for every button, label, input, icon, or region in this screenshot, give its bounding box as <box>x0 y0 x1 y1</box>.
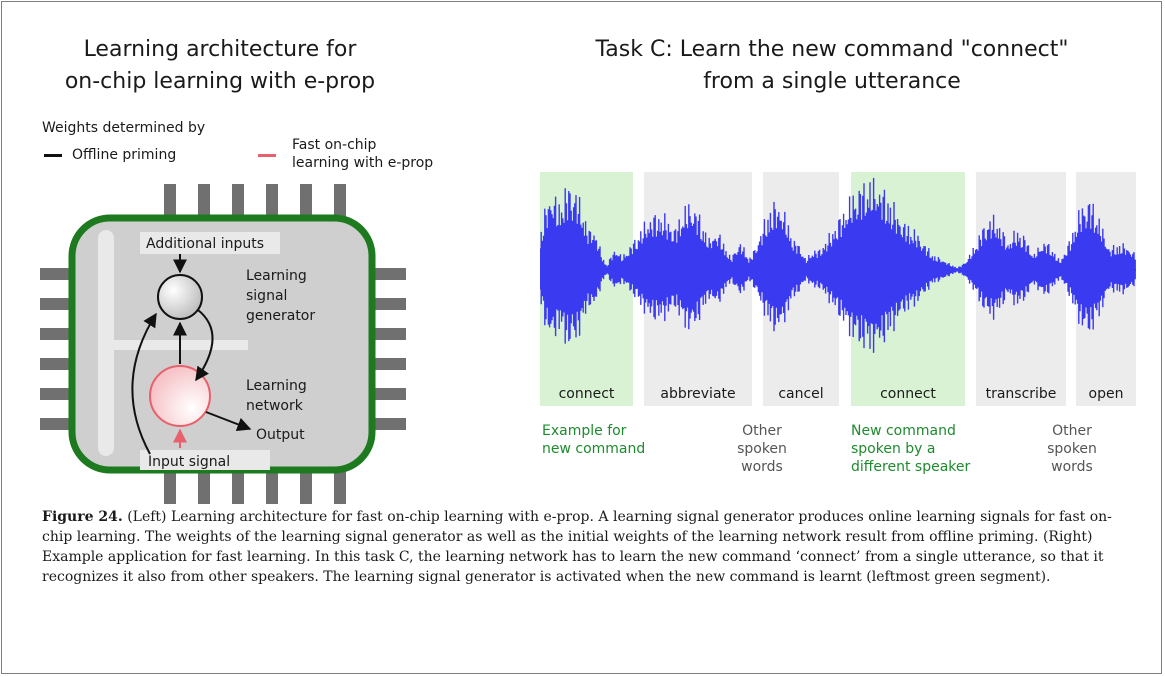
offline-legend-swatch <box>44 154 62 157</box>
chip-pins-top <box>164 184 346 220</box>
figure-caption: Figure 24. (Left) Learning architecture … <box>42 507 1132 587</box>
lsg-label-line3: generator <box>246 308 315 324</box>
fast-legend-swatch <box>258 154 276 157</box>
left-title-line2: on-chip learning with e-prop <box>64 69 376 94</box>
note-line: Example for <box>542 423 627 439</box>
left-panel-title: Learning architecture for on-chip learni… <box>30 34 410 98</box>
note-line: new command <box>542 441 646 457</box>
caption-text: (Left) Learning architecture for fast on… <box>42 509 1112 585</box>
word-label: connect <box>558 386 615 402</box>
word-label: connect <box>880 386 936 402</box>
input-to-lsg-arrow <box>131 312 157 455</box>
note-line: Other <box>1052 423 1092 439</box>
chip-pins-bottom <box>164 468 346 504</box>
word-label: open <box>1088 386 1124 402</box>
output-label: Output <box>256 427 305 443</box>
note-line: Other <box>742 423 782 439</box>
note-new-command: New command spoken by a different speake… <box>851 422 970 476</box>
lsg-label-line2: signal <box>246 288 287 304</box>
figure-graphic: Learning architecture for on-chip learni… <box>2 2 1163 504</box>
word-label: cancel <box>778 386 824 402</box>
fast-legend-label: Fast on-chip learning with e-prop <box>292 136 433 172</box>
note-line: spoken <box>737 441 787 457</box>
note-other-2: Other spoken words <box>1012 422 1132 476</box>
chip-pins-left <box>40 268 74 430</box>
word-label: transcribe <box>985 386 1057 402</box>
chip-diagram: Additional inputs Learning signal genera… <box>40 184 406 504</box>
lsg-label-line1: Learning <box>246 268 307 284</box>
audio-waveform <box>540 177 1136 353</box>
fast-legend-line2: learning with e-prop <box>292 155 434 171</box>
right-title-line2: from a single utterance <box>703 69 961 94</box>
fast-legend-line1: Fast on-chip <box>292 137 377 153</box>
ln-label-line1: Learning <box>246 378 307 394</box>
input-signal-label: Input signal <box>148 454 230 470</box>
lsg-neuron <box>157 274 203 320</box>
output-arrow <box>205 411 252 431</box>
right-panel-title: Task C: Learn the new command "connect" … <box>562 34 1102 98</box>
figure-label: Figure 24. <box>42 509 123 525</box>
note-line: words <box>741 459 783 475</box>
note-line: spoken <box>1047 441 1097 457</box>
ln-label-line2: network <box>246 398 304 414</box>
chip-pins-right <box>368 268 406 430</box>
note-line: different speaker <box>851 459 971 475</box>
note-other-1: Other spoken words <box>702 422 822 476</box>
additional-inputs-label: Additional inputs <box>146 236 264 252</box>
lsg-to-ln-arrow <box>195 309 214 382</box>
note-line: New command <box>851 423 956 439</box>
note-line: words <box>1051 459 1093 475</box>
offline-legend-label: Offline priming <box>72 147 177 163</box>
right-title-line1: Task C: Learn the new command "connect" <box>595 37 1069 62</box>
word-label: abbreviate <box>660 386 736 402</box>
note-line: spoken by a <box>851 441 936 457</box>
legend-heading: Weights determined by <box>42 120 206 136</box>
left-title-line1: Learning architecture for <box>83 37 357 62</box>
note-example: Example for new command <box>542 422 645 458</box>
waveform-figure <box>540 172 1136 406</box>
ln-neuron <box>149 365 211 427</box>
